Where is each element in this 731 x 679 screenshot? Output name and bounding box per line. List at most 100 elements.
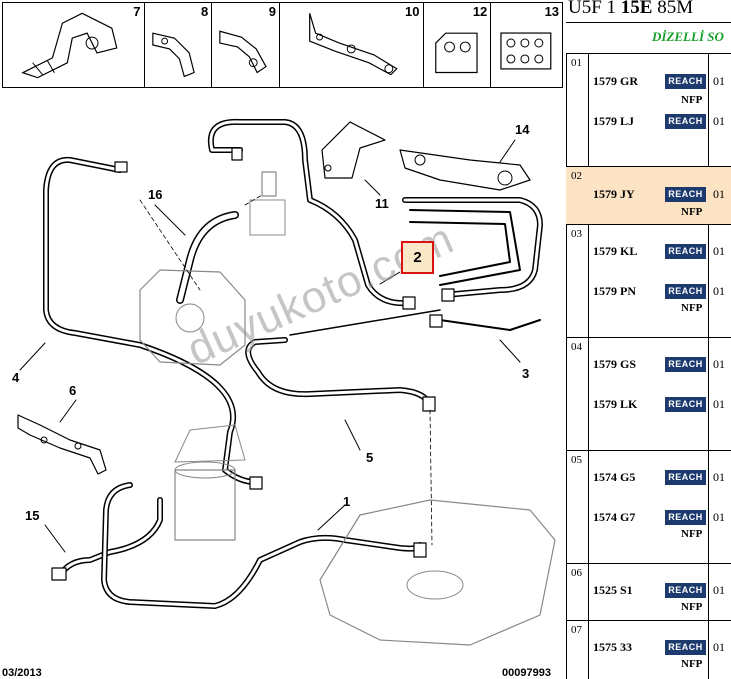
nfp-label: NFP: [681, 302, 703, 314]
part-number: 1579 PN: [593, 284, 636, 298]
part-number: 1574 G7: [593, 510, 636, 524]
part-number: 1579 GR: [593, 74, 638, 88]
thumb-7[interactable]: 7: [3, 3, 145, 87]
part-group-05[interactable]: 05 1574 G5 REACH 01 1574 G7 REACH 01 NFP: [566, 451, 731, 564]
clip-icon: [219, 30, 268, 74]
clip-icon: [151, 32, 195, 78]
callout-2-highlighted[interactable]: 2: [401, 241, 434, 274]
quantity: 01: [713, 397, 725, 411]
callout-16[interactable]: 16: [148, 187, 163, 202]
thumb-number: 13: [544, 4, 560, 19]
callout-1[interactable]: 1: [343, 494, 351, 509]
part-row[interactable]: 1525 S1 REACH 01: [566, 582, 731, 602]
part-number: 1574 G5: [593, 470, 636, 484]
part-row[interactable]: 1579 GS REACH 01: [566, 356, 731, 376]
thumb-10[interactable]: 10: [280, 3, 424, 87]
callout-11[interactable]: 11: [375, 196, 389, 211]
nfp-label: NFP: [681, 658, 703, 670]
part-group-01[interactable]: 01 1579 GR REACH 01 NFP 1579 LJ REACH 01: [566, 54, 731, 167]
part-row[interactable]: 1579 LJ REACH 01: [566, 113, 731, 133]
reach-badge: REACH: [665, 640, 706, 655]
reach-badge: REACH: [665, 244, 706, 259]
callout-4[interactable]: 4: [12, 370, 20, 385]
reach-badge: REACH: [665, 510, 706, 525]
group-number: 02: [571, 170, 582, 182]
part-group-07[interactable]: 07 1575 33 REACH 01 NFP: [566, 621, 731, 679]
thumb-number: 12: [472, 4, 488, 19]
diagram-date: 03/2013: [2, 667, 42, 679]
nfp-label: NFP: [681, 528, 703, 540]
thumb-8[interactable]: 8: [145, 3, 213, 87]
quantity: 01: [713, 187, 725, 201]
part-number: 1525 S1: [593, 583, 633, 597]
clip-block-icon: [434, 32, 478, 74]
group-number: 01: [571, 57, 582, 69]
diagram-reference: 00097993: [502, 667, 551, 679]
parts-table: U5F 1 15E 85M DİZELLİ SO 01 1579 GR REAC…: [566, 0, 731, 679]
part-number: 1579 JY: [593, 187, 635, 201]
thumbnail-strip: 7 8 9 10: [2, 2, 563, 88]
part-row[interactable]: 1579 LK REACH 01: [566, 396, 731, 416]
group-number: 06: [571, 567, 582, 579]
part-row[interactable]: 1579 KL REACH 01: [566, 243, 731, 263]
thumb-12[interactable]: 12: [424, 3, 492, 87]
reach-badge: REACH: [665, 114, 706, 129]
part-group-03[interactable]: 03 1579 KL REACH 01 1579 PN REACH 01 NFP: [566, 225, 731, 338]
part-number: 1579 LK: [593, 397, 638, 411]
part-number: 1579 KL: [593, 244, 638, 258]
column-divider: [566, 54, 567, 679]
pipe-bracket-icon: [309, 13, 398, 76]
thumb-number: 10: [405, 4, 420, 19]
part-row[interactable]: 1575 33 REACH 01: [566, 639, 731, 659]
quantity: 01: [713, 470, 725, 484]
part-row[interactable]: 1574 G5 REACH 01: [566, 469, 731, 489]
reach-badge: REACH: [665, 470, 706, 485]
bracket-icon: [21, 12, 118, 79]
column-divider: [708, 54, 709, 679]
quantity: 01: [713, 357, 725, 371]
part-number: 1579 GS: [593, 357, 637, 371]
group-number: 05: [571, 454, 582, 466]
part-row[interactable]: 1574 G7 REACH 01: [566, 509, 731, 529]
part-row[interactable]: 1579 JY REACH 01: [566, 186, 731, 206]
nfp-label: NFP: [681, 601, 703, 613]
callout-15[interactable]: 15: [25, 508, 40, 523]
quantity: 01: [713, 284, 725, 298]
part-number: 1579 LJ: [593, 114, 635, 128]
part-group-06[interactable]: 06 1525 S1 REACH 01 NFP: [566, 564, 731, 621]
vehicle-code-title: U5F 1 15E 85M: [568, 0, 694, 18]
quantity: 01: [713, 640, 725, 654]
callout-3[interactable]: 3: [522, 366, 530, 381]
thumb-number: 7: [133, 4, 141, 19]
group-number: 04: [571, 341, 582, 353]
part-group-02[interactable]: 02 1579 JY REACH 01 NFP: [566, 167, 731, 225]
reach-badge: REACH: [665, 187, 706, 202]
callout-14[interactable]: 14: [515, 122, 530, 137]
thumb-13[interactable]: 13: [491, 3, 562, 87]
part-row[interactable]: 1579 PN REACH 01: [566, 283, 731, 303]
nfp-label: NFP: [681, 94, 703, 106]
clip-multi-icon: [500, 32, 552, 70]
quantity: 01: [713, 114, 725, 128]
thumb-9[interactable]: 9: [212, 3, 281, 87]
fuel-line-drawing: [17, 118, 556, 646]
nfp-label: NFP: [681, 206, 703, 218]
thumb-number: 9: [268, 4, 277, 19]
reach-badge: REACH: [665, 583, 706, 598]
quantity: 01: [713, 244, 725, 258]
callout-6[interactable]: 6: [69, 383, 77, 398]
thumb-number: 8: [201, 4, 209, 19]
part-row[interactable]: 1579 GR REACH 01: [566, 73, 731, 93]
parts-diagram: 7 8 9 10: [2, 2, 563, 679]
section-subtitle: DİZELLİ SO: [566, 22, 731, 54]
column-divider: [588, 54, 589, 679]
part-group-04[interactable]: 04 1579 GS REACH 01 1579 LK REACH 01: [566, 338, 731, 451]
quantity: 01: [713, 583, 725, 597]
quantity: 01: [713, 74, 725, 88]
callout-5[interactable]: 5: [366, 450, 374, 465]
group-number: 03: [571, 228, 582, 240]
reach-badge: REACH: [665, 284, 706, 299]
reach-badge: REACH: [665, 357, 706, 372]
group-number: 07: [571, 624, 582, 636]
quantity: 01: [713, 510, 725, 524]
